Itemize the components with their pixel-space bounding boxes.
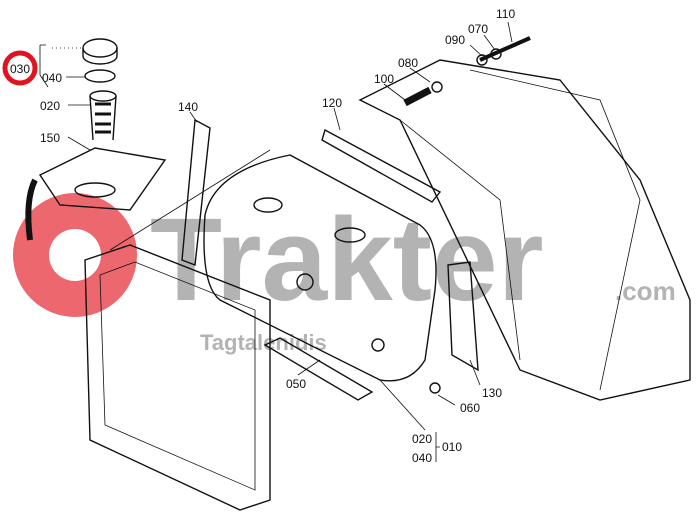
callout-120[interactable]: 120: [322, 96, 342, 110]
callout-040-b[interactable]: 040: [412, 451, 432, 465]
callout-080[interactable]: 080: [398, 56, 418, 70]
radiator-frame: [84, 149, 271, 511]
callout-030[interactable]: 030: [10, 62, 30, 76]
callout-070[interactable]: 070: [468, 22, 488, 36]
callout-130[interactable]: 130: [482, 386, 502, 400]
seal-strip-050: [263, 337, 374, 401]
fan-shroud: [358, 59, 691, 401]
filler-cap: [82, 38, 118, 65]
callout-150[interactable]: 150: [40, 131, 60, 145]
bolt-060: [429, 382, 441, 394]
highlight-ring: [2, 50, 38, 86]
seal-strip-120: [321, 128, 442, 203]
leader-lines: [39, 21, 513, 462]
callout-060[interactable]: 060: [460, 401, 480, 415]
nut-090: [476, 54, 488, 66]
bolt-110: [479, 36, 531, 62]
callout-090[interactable]: 090: [445, 33, 465, 47]
seal-strip-130: [447, 261, 479, 372]
callout-100[interactable]: 100: [374, 72, 394, 86]
seal-strip-140: [181, 118, 211, 266]
callout-140[interactable]: 140: [178, 100, 198, 114]
part-080: [431, 81, 443, 93]
callout-020[interactable]: 020: [40, 99, 60, 113]
watermark-sub: Tagtalenidis: [200, 330, 327, 355]
callout-050[interactable]: 050: [286, 377, 306, 391]
watermark-brand: Trakter: [150, 194, 544, 326]
fuel-tank: [203, 154, 437, 382]
watermark-suffix: .com: [615, 276, 676, 306]
watermark: Trakter .com Tagtalenidis: [13, 193, 676, 355]
callout-010[interactable]: 010: [442, 440, 462, 454]
reservoir-tank: [25, 147, 167, 241]
callout-020-b[interactable]: 020: [412, 432, 432, 446]
strainer: [89, 90, 117, 141]
seal-ring: [84, 69, 116, 83]
callout-110[interactable]: 110: [496, 7, 515, 21]
washer-070: [490, 48, 502, 60]
callout-040[interactable]: 040: [42, 71, 62, 85]
bushing-100: [403, 86, 432, 107]
